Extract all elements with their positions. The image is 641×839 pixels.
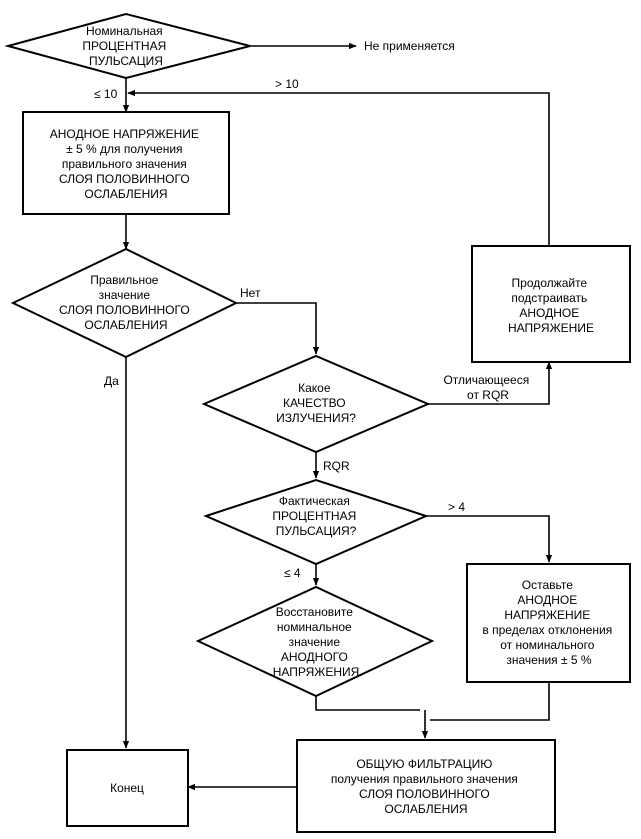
- label-no: Нет: [240, 286, 261, 300]
- decision-diamond: [4, 12, 251, 80]
- node-label: Фактическая ПРОЦЕНТНАЯ ПУЛЬСАЦИЯ?: [272, 494, 359, 538]
- label-rqr: RQR: [323, 459, 350, 473]
- decision-hvl-check: Правильное значение СЛОЯ ПОЛОВИННОГО ОСЛ…: [10, 247, 239, 359]
- label-gt4: > 4: [448, 500, 465, 514]
- terminal-end: Конец: [66, 749, 189, 827]
- node-label: Продолжайте подстраивать АНОДНОЕ НАПРЯЖЕ…: [508, 276, 594, 335]
- node-label: Номинальная ПРОЦЕНТНАЯ ПУЛЬСАЦИЯ: [82, 24, 169, 68]
- edge-leave-to-merge: [430, 682, 550, 721]
- decision-quality: Какое КАЧЕСТВО ИЗЛУЧЕНИЯ?: [201, 354, 431, 454]
- node-label: АНОДНОЕ НАПРЯЖЕНИЕ ± 5 % для получения п…: [50, 127, 203, 201]
- decision-restore: Восстановите номинальное значение АНОДНО…: [195, 585, 435, 698]
- process-box: [296, 739, 556, 833]
- edge-labels: Не применяется ≤ 10 > 10 Нет Да Отличающ…: [94, 39, 532, 580]
- label-gt10: > 10: [275, 77, 299, 91]
- process-anode-set: АНОДНОЕ НАПРЯЖЕНИЕ ± 5 % для получения п…: [22, 111, 230, 215]
- process-leave: Оставьте АНОДНОЕ НАПРЯЖЕНИЕ в пределах о…: [466, 563, 631, 683]
- label-yes: Да: [104, 374, 119, 388]
- label-other-rqr: Отличающееся от RQR: [443, 373, 532, 402]
- process-box: [22, 111, 230, 215]
- node-label: Восстановите номинальное значение АНОДНО…: [273, 605, 360, 679]
- node-label: ОБЩУЮ ФИЛЬТРАЦИЮ получения правильного з…: [331, 757, 521, 816]
- decision-diamond: [201, 354, 431, 454]
- decision-ripple-nominal: Номинальная ПРОЦЕНТНАЯ ПУЛЬСАЦИЯ: [4, 12, 251, 80]
- label-le10: ≤ 10: [94, 87, 118, 101]
- node-label: Конец: [110, 781, 144, 795]
- decision-ripple-actual: Фактическая ПРОЦЕНТНАЯ ПУЛЬСАЦИЯ?: [203, 478, 429, 566]
- decision-diamond: [203, 478, 429, 566]
- node-label: Какое КАЧЕСТВО ИЗЛУЧЕНИЯ?: [276, 381, 356, 425]
- edge-ripple-gt4-to-leave: [426, 515, 553, 563]
- decision-diamond: [10, 247, 239, 359]
- process-filtration: ОБЩУЮ ФИЛЬТРАЦИЮ получения правильного з…: [296, 739, 556, 833]
- edge-restore-to-merge: [315, 696, 420, 711]
- process-box: [471, 245, 631, 363]
- edge-hvl-no-to-quality: [236, 302, 320, 355]
- label-not-applicable: Не применяется: [364, 39, 455, 53]
- process-box: [66, 749, 189, 827]
- decision-diamond: [195, 585, 435, 698]
- process-continue-adjust: Продолжайте подстраивать АНОДНОЕ НАПРЯЖЕ…: [471, 245, 631, 363]
- node-label: Правильное значение СЛОЯ ПОЛОВИННОГО ОСЛ…: [59, 273, 193, 332]
- label-le4: ≤ 4: [284, 566, 301, 580]
- edge-quality-to-continue: [428, 361, 553, 405]
- edge-continue-to-anode-loop: [127, 89, 550, 246]
- edges: [122, 42, 553, 791]
- node-label: Оставьте АНОДНОЕ НАПРЯЖЕНИЕ в пределах о…: [482, 578, 615, 667]
- process-box: [466, 563, 631, 683]
